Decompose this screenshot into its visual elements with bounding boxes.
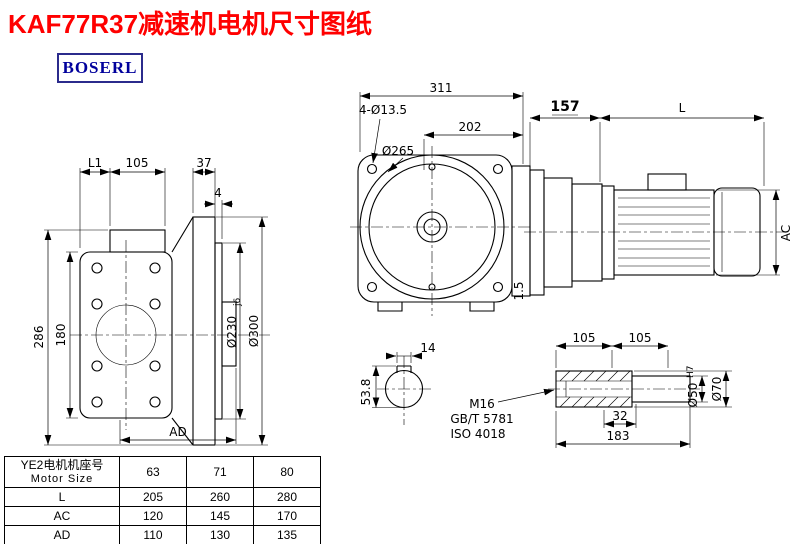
row-label-l: L <box>4 487 120 507</box>
dim-seg-b: 105 <box>629 331 652 345</box>
value-l-80: 280 <box>253 487 321 507</box>
dim-bore-diameter: Ø50 <box>686 383 700 408</box>
table-header-cell: YE2电机机座号 Motor Size <box>4 456 120 488</box>
value-l-71: 260 <box>186 487 254 507</box>
value-ad-63: 110 <box>119 525 187 544</box>
dim-spigot-fit: j6 <box>233 297 243 307</box>
front-view: 311 202 4-Ø13.5 Ø265 1.5 <box>350 81 532 316</box>
dim-105: 105 <box>126 156 149 170</box>
frame-size-71: 71 <box>186 456 254 488</box>
frame-size-63: 63 <box>119 456 187 488</box>
dim-37: 37 <box>196 156 211 170</box>
bolt-hole-callout: 4-Ø13.5 <box>359 103 407 117</box>
value-ac-80: 170 <box>253 506 321 526</box>
dim-ad: AD <box>169 425 186 439</box>
motor-size-table: YE2电机机座号 Motor Size 63 71 80 L 205 260 2… <box>4 456 321 544</box>
table-row: L 205 260 280 <box>4 487 321 507</box>
thread-size: M16 <box>469 397 495 411</box>
dim-flange-diameter: Ø265 <box>382 144 414 158</box>
shaft-section-view: 14 53.8 <box>359 341 436 425</box>
table-header-en: Motor Size <box>30 473 94 485</box>
dim-key-length: 32 <box>612 409 627 423</box>
dim-adapter-length: 157 <box>550 99 579 115</box>
dim-overall-width: 311 <box>430 81 453 95</box>
dim-hub-diameter: Ø70 <box>710 377 724 402</box>
dim-motor-height: AC <box>779 225 793 241</box>
table-header-cn: YE2电机机座号 <box>20 458 104 472</box>
dim-l1: L1 <box>88 156 102 170</box>
thread-standard-gb: GB/T 5781 <box>450 412 513 426</box>
dim-286: 286 <box>32 326 46 349</box>
value-ad-71: 130 <box>186 525 254 544</box>
dim-180: 180 <box>54 324 68 347</box>
table-row: AC 120 145 170 <box>4 506 321 526</box>
value-l-63: 205 <box>119 487 187 507</box>
boserl-logo: BOSERL <box>57 53 143 83</box>
table-row: AD 110 130 135 <box>4 525 321 544</box>
dim-keyway-width: 14 <box>420 341 435 355</box>
value-ac-63: 120 <box>119 506 187 526</box>
value-ac-71: 145 <box>186 506 254 526</box>
shaft-detail-view: 105 105 32 183 Ø50 H7 Ø70 <box>548 331 732 448</box>
dim-bore-fit: H7 <box>686 366 696 379</box>
thread-standard-iso: ISO 4018 <box>451 427 506 441</box>
dim-keyway-depth: 53.8 <box>359 379 373 406</box>
dim-seg-a: 105 <box>573 331 596 345</box>
page-title: KAF77R37减速机电机尺寸图纸 <box>8 9 373 39</box>
row-label-ac: AC <box>4 506 120 526</box>
value-ad-80: 135 <box>253 525 321 544</box>
dim-spigot-diameter: Ø230 <box>225 316 239 348</box>
thread-annotation: M16 GB/T 5781 ISO 4018 <box>450 388 555 441</box>
dim-center-to-face: 202 <box>459 120 482 134</box>
dim-motor-length: L <box>679 101 686 115</box>
table-row: YE2电机机座号 Motor Size 63 71 80 <box>4 456 321 488</box>
row-label-ad: AD <box>4 525 120 544</box>
dim-4: 4 <box>214 186 222 200</box>
dim-total-length: 183 <box>607 429 630 443</box>
side-view-left: L1 105 37 4 286 180 Ø230 j6 Ø300 AD <box>32 156 270 446</box>
frame-size-80: 80 <box>253 456 321 488</box>
edge-note: 1.5 <box>512 281 526 300</box>
dim-flange-od: Ø300 <box>247 315 261 347</box>
motor-side-view: 157 L AC <box>524 99 793 296</box>
